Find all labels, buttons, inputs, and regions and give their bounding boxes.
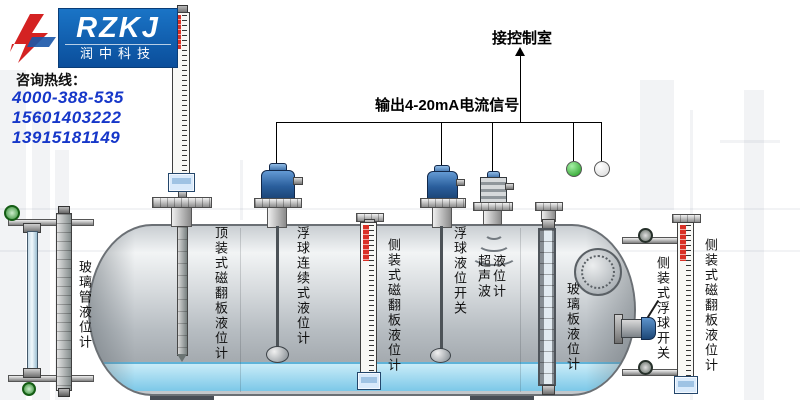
instrument-label: 玻璃板液位计: [565, 282, 580, 372]
sound-wave-icon: [470, 244, 518, 266]
control-room-label: 接控制室: [492, 30, 553, 47]
signal-output-label: 输出4-20mA电流信号: [375, 97, 520, 114]
valve-handwheel-icon: [22, 382, 36, 396]
gauge-display: [674, 376, 698, 394]
arrow-up-icon: [515, 47, 525, 56]
gauge-display: [357, 372, 381, 390]
instrument-label: 玻璃管液位计: [77, 260, 92, 350]
instrument-label: 侧装式磁翻板液位计: [703, 238, 718, 373]
indicator-light-white: [594, 161, 610, 177]
valve-handwheel-icon: [638, 228, 653, 243]
indicator-light-green: [566, 161, 582, 177]
float-icon: [266, 346, 289, 363]
manhole-cover: [574, 248, 622, 296]
logo-brand-text: RZKJ: [76, 12, 160, 44]
gauge-display: [168, 173, 195, 192]
instrument-label: 浮球连续式液位计: [295, 226, 310, 346]
instrument-label: 侧装式磁翻板液位计: [386, 238, 401, 373]
logo-emblem-icon: [2, 6, 58, 66]
instrument-label: 浮球液位开关: [452, 226, 467, 316]
logo: RZKJ 润中科技: [58, 8, 178, 68]
valve-handwheel-icon: [4, 205, 20, 221]
instrument-label: 侧装式浮球开关: [655, 256, 670, 361]
instrument-label: 超声波液位计: [476, 254, 506, 299]
phone-number-2: 15601403222: [12, 108, 122, 127]
phone-number-3: 13915181149: [12, 128, 121, 147]
logo-brand-cn: 润中科技: [65, 44, 171, 63]
instrument-label: 顶装式磁翻板液位计: [213, 226, 228, 361]
phone-number-1: 4000-388-535: [12, 88, 124, 107]
valve-handwheel-icon: [638, 360, 653, 375]
hotline-label: 咨询热线：: [16, 72, 86, 88]
float-icon: [430, 348, 451, 363]
